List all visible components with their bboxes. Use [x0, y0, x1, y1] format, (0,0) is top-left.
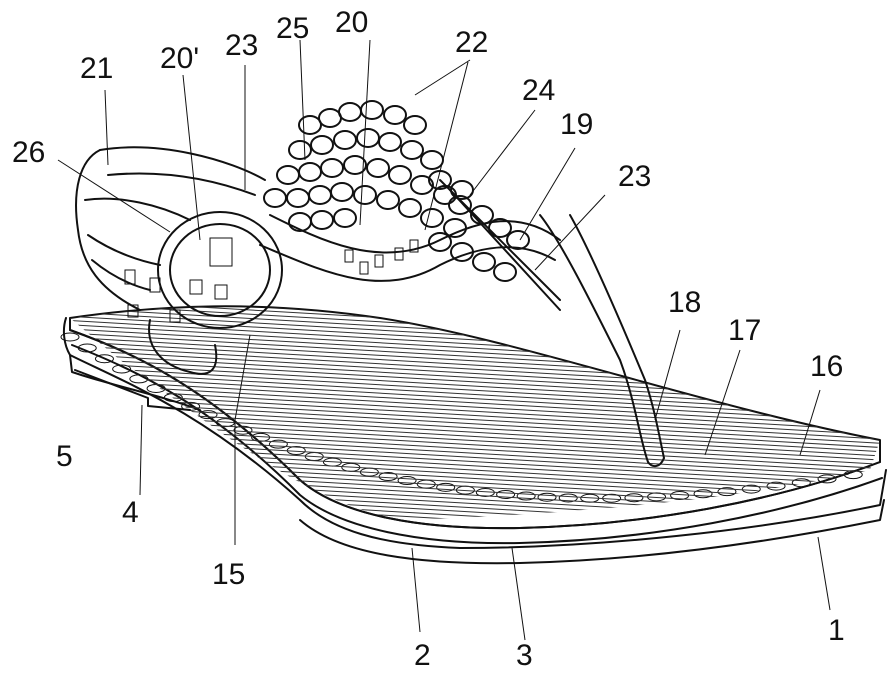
label-24: 24 — [522, 74, 555, 107]
toe-post — [439, 179, 665, 468]
label-3: 3 — [516, 639, 533, 672]
label-16: 16 — [810, 350, 843, 383]
label-20: 20 — [335, 6, 368, 39]
bead-cluster — [263, 100, 530, 282]
buckle-ring — [148, 211, 283, 375]
leader-lines — [57, 39, 831, 641]
label-15: 15 — [212, 558, 245, 591]
label-17: 17 — [728, 314, 761, 347]
reference-labels: 1 2 3 4 5 15 16 17 18 19 20 20' 21 22 23… — [12, 6, 845, 672]
label-26: 26 — [12, 136, 45, 169]
heel-strap — [75, 146, 266, 323]
label-5: 5 — [56, 440, 73, 473]
label-2: 2 — [414, 639, 431, 672]
label-18: 18 — [668, 286, 701, 319]
label-1: 1 — [828, 614, 845, 647]
label-23-upper-left: 23 — [225, 29, 258, 62]
label-25: 25 — [276, 12, 309, 45]
vamp-strap — [259, 214, 561, 282]
label-22: 22 — [455, 26, 488, 59]
label-21: 21 — [80, 52, 113, 85]
label-20-prime: 20' — [160, 42, 199, 75]
label-19: 19 — [560, 108, 593, 141]
label-4: 4 — [122, 496, 139, 529]
outsole — [62, 317, 887, 565]
label-23-right: 23 — [618, 160, 651, 193]
